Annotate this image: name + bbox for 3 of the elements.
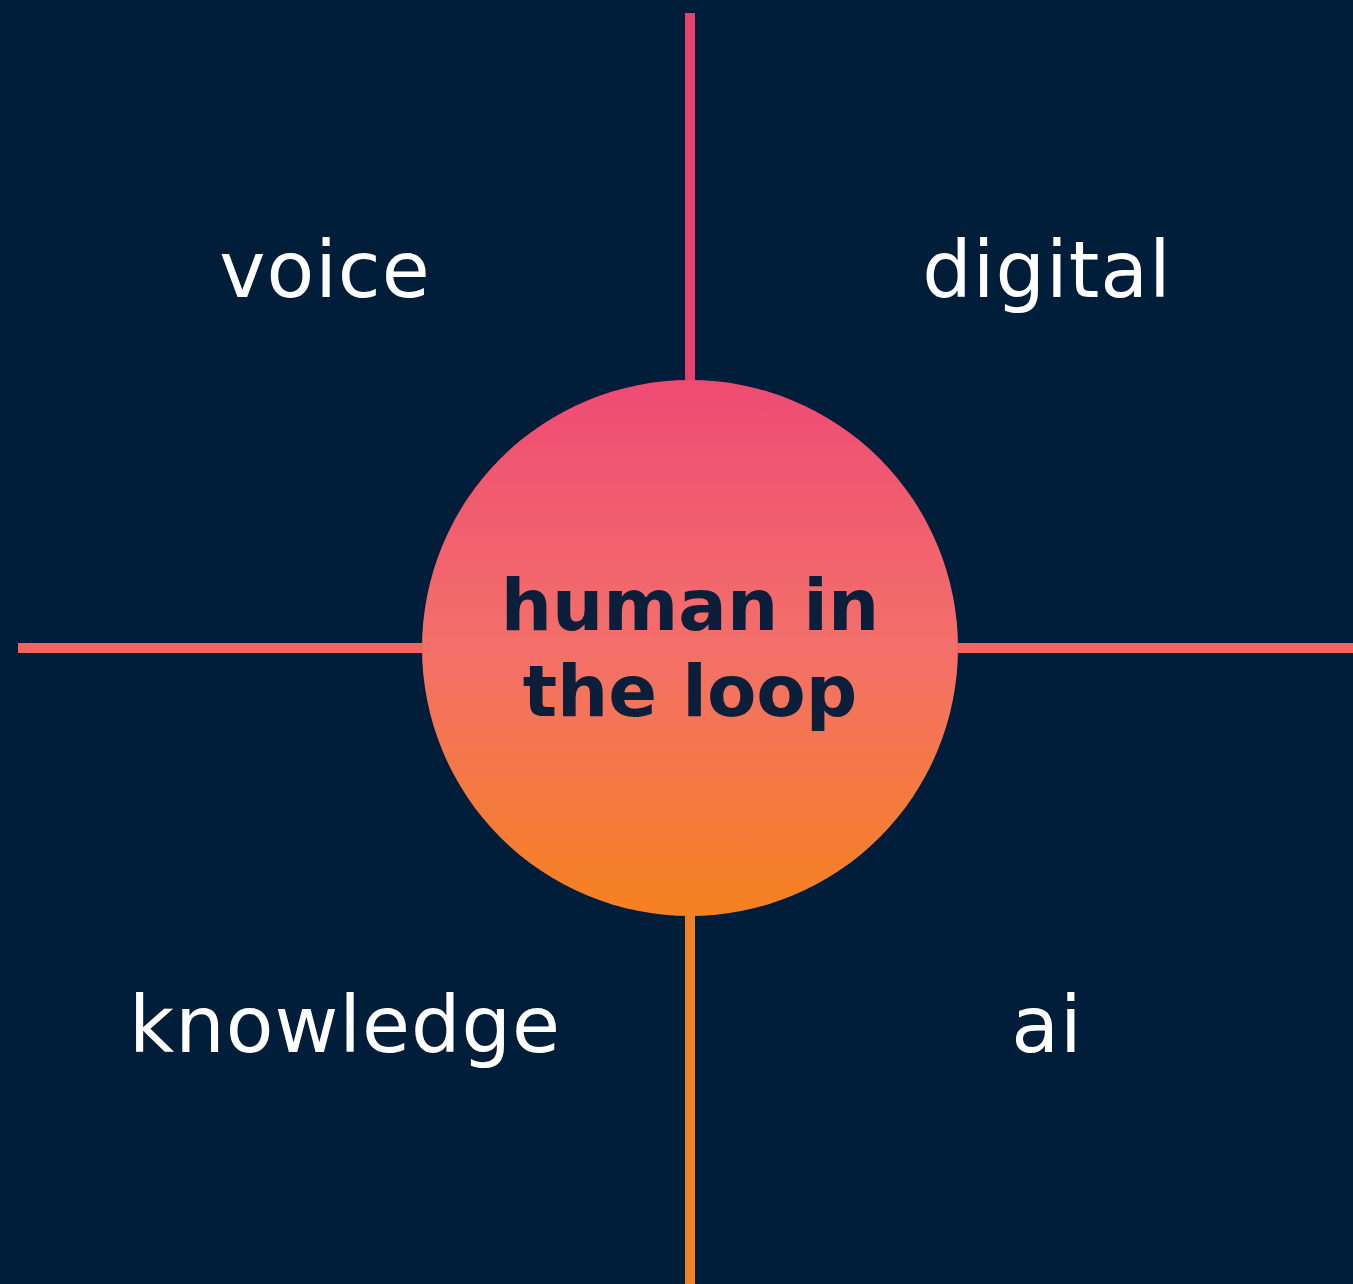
circle-label: human in the loop <box>499 561 881 735</box>
quadrant-label: voice <box>219 231 431 309</box>
quadrant-label: ai <box>1011 986 1083 1064</box>
